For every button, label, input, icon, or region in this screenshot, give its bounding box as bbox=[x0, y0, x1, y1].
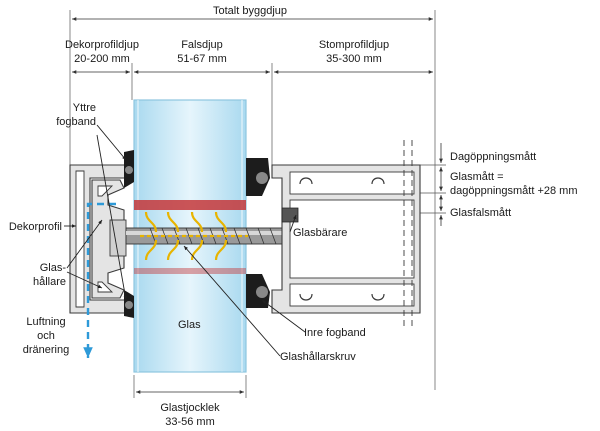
daylight-opening-label: Dagöppningsmått bbox=[450, 151, 536, 163]
red-gasket-top bbox=[134, 200, 246, 210]
rebate-depth-range: 51-67 mm bbox=[177, 53, 227, 65]
decor-profile-label: Dekorprofil bbox=[9, 221, 62, 233]
post-depth-range: 35-300 mm bbox=[326, 53, 382, 65]
decor-depth-label: Dekorprofildjup bbox=[65, 39, 139, 51]
glass-label: Glas bbox=[178, 319, 201, 331]
inner-seals bbox=[246, 158, 270, 308]
glass-carrier-label: Glasbärare bbox=[293, 227, 347, 239]
decor-depth-range: 20-200 mm bbox=[74, 53, 130, 65]
ventilation-label-1: Luftning bbox=[26, 316, 65, 328]
rebate-depth-label: Falsdjup bbox=[181, 39, 223, 51]
holder-screw-label: Glashållarskruv bbox=[280, 351, 356, 363]
ventilation-path bbox=[83, 202, 116, 358]
glass-holder bbox=[91, 179, 127, 299]
extension-lines bbox=[69, 10, 446, 398]
dimension-lines bbox=[72, 17, 443, 394]
glass-holder-label-1: Glas- bbox=[40, 262, 67, 274]
post-profile bbox=[271, 140, 421, 330]
outer-seal-label-1: Yttre bbox=[73, 102, 96, 114]
post-depth-label: Stomprofildjup bbox=[319, 39, 389, 51]
glass-thickness-label: Glastjocklek bbox=[160, 402, 220, 414]
glass-holder-label-2: hållare bbox=[33, 276, 66, 288]
outer-seal-label-2: fogband bbox=[56, 116, 96, 128]
leader-lines bbox=[64, 124, 306, 357]
ventilation-label-3: dränering bbox=[23, 344, 69, 356]
glass-size-label-1: Glasmått = bbox=[450, 171, 504, 183]
inner-seal-label: Inre fogband bbox=[304, 327, 366, 339]
glass-thickness-range: 33-56 mm bbox=[165, 416, 215, 428]
total-depth-label: Totalt byggdjup bbox=[213, 5, 287, 17]
rebate-size-label: Glasfalsmått bbox=[450, 207, 511, 219]
ventilation-label-2: och bbox=[37, 330, 55, 342]
glass-size-label-2: dagöppningsmått +28 mm bbox=[450, 185, 578, 197]
